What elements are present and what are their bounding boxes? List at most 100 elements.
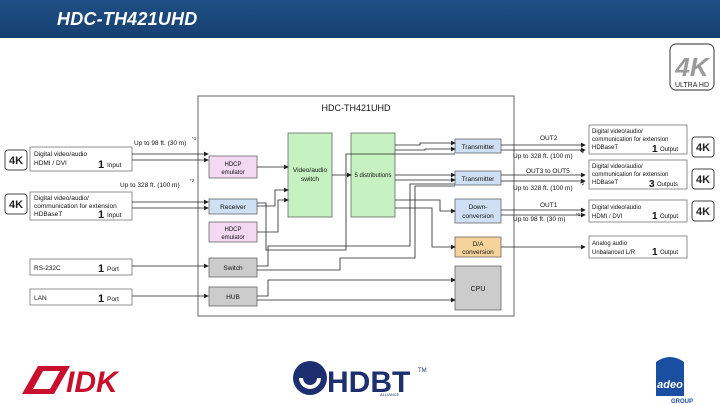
svg-text:Output: Output (660, 147, 678, 153)
svg-text:conversion: conversion (462, 213, 494, 220)
transmitter-block-2: Transmitter (454, 170, 502, 186)
svg-text:*2: *2 (580, 181, 585, 186)
svg-text:Input: Input (107, 162, 122, 169)
svg-text:Receiver: Receiver (220, 204, 246, 211)
out2-distance: Up to 328 ft. (100 m) (513, 153, 573, 160)
svg-text:Video/audio: Video/audio (293, 167, 328, 174)
down-conversion-block: Down- conversion (454, 198, 502, 224)
input1-distance: Up to 98 ft. (30 m) (134, 140, 186, 147)
svg-text:HDCP: HDCP (224, 162, 241, 168)
svg-text:Digital video/audio: Digital video/audio (592, 205, 642, 211)
hdcp-emulator-block-2: HDCP emulator (208, 221, 258, 243)
svg-text:LAN: LAN (34, 295, 47, 302)
svg-text:4K: 4K (674, 52, 710, 82)
device-title: HDC-TH421UHD (321, 103, 391, 113)
switch-block: Switch (208, 257, 258, 278)
video-audio-switch-block: Video/audio switch (287, 132, 333, 218)
svg-text:Output: Output (660, 250, 678, 256)
svg-text:1: 1 (98, 293, 104, 305)
cpu-block: CPU (454, 265, 502, 311)
svg-text:ALLIANCE: ALLIANCE (380, 392, 400, 397)
svg-text:D/A: D/A (473, 241, 485, 248)
svg-text:HDCP: HDCP (224, 227, 241, 233)
adeo-group-logo: adeo GROUP (656, 357, 693, 405)
svg-text:emulator: emulator (221, 235, 244, 241)
svg-text:1: 1 (98, 263, 104, 275)
4k-badge-input2: 4K (4, 193, 28, 215)
hdbt-logo: HDBT TM ALLIANCE (293, 361, 427, 399)
svg-text:Input: Input (107, 212, 122, 219)
svg-text:switch: switch (301, 176, 319, 183)
svg-text:TM: TM (418, 368, 427, 374)
svg-text:GROUP: GROUP (671, 399, 693, 405)
svg-text:IDK: IDK (66, 366, 120, 399)
svg-text:communication for extension: communication for extension (34, 203, 117, 210)
4k-badge-out2: 4K (691, 136, 715, 158)
svg-text:4K: 4K (9, 155, 23, 167)
4k-badge-out3: 4K (691, 168, 715, 190)
output-box-out2: Digital video/audio/ communication for e… (588, 124, 688, 155)
svg-text:Down-: Down- (469, 204, 488, 211)
4k-badge-out1: 4K (691, 200, 715, 222)
out1-label: OUT1 (540, 202, 558, 209)
svg-text:communication for extension: communication for extension (592, 172, 668, 178)
slide-header: HDC-TH421UHD (0, 0, 720, 38)
svg-text:HDBaseT: HDBaseT (34, 211, 62, 218)
svg-text:Output: Output (660, 214, 678, 220)
output-box-out3-5: Digital video/audio/ communication for e… (588, 159, 688, 190)
out1-distance: Up to 98 ft. (30 m) (513, 216, 565, 223)
svg-text:Port: Port (107, 296, 119, 303)
svg-text:4K: 4K (696, 206, 710, 218)
receiver-block: Receiver (208, 198, 258, 215)
svg-text:CPU: CPU (471, 286, 486, 293)
svg-text:*2: *2 (580, 149, 585, 154)
svg-text:HDMI / DVI: HDMI / DVI (34, 160, 67, 167)
svg-text:1: 1 (652, 247, 658, 258)
svg-text:ULTRA HD: ULTRA HD (675, 82, 709, 89)
out3-label: OUT3 to OUT5 (526, 168, 570, 175)
4k-ultra-hd-badge: 4K ULTRA HD (669, 43, 715, 91)
da-conversion-block: D/A conversion (454, 236, 502, 258)
svg-text:*1: *1 (576, 212, 581, 217)
svg-text:Transmitter: Transmitter (462, 176, 495, 183)
svg-text:HDBT: HDBT (327, 366, 410, 399)
svg-text:HDBaseT: HDBaseT (592, 180, 618, 186)
svg-text:4K: 4K (9, 199, 23, 211)
svg-text:Outputs: Outputs (657, 182, 678, 188)
svg-text:Digital video/audio/: Digital video/audio/ (592, 164, 643, 170)
svg-text:Transmitter: Transmitter (462, 144, 495, 151)
out2-label: OUT2 (540, 135, 558, 142)
input2-distance: Up to 328 ft. (100 m) (120, 182, 180, 189)
svg-text:Unbalanced L/R: Unbalanced L/R (592, 250, 636, 256)
hub-block: HUB (208, 286, 258, 307)
input1-footnote: *1 (192, 136, 197, 141)
svg-text:1: 1 (98, 209, 104, 221)
svg-text:3: 3 (649, 179, 655, 190)
output-box-analog-audio: Analog audio Unbalanced L/R 1 Output (588, 235, 688, 259)
svg-text:conversion: conversion (462, 249, 494, 256)
input2-footnote: *2 (190, 178, 195, 183)
transmitter-block-1: Transmitter (454, 138, 502, 154)
output-box-out1: Digital video/audio HDMI / DVI 1 Output (588, 199, 688, 223)
input-box-hdbaset: Digital video/audio/ communication for e… (29, 191, 133, 221)
svg-text:1: 1 (98, 159, 104, 171)
hdcp-emulator-block-1: HDCP emulator (208, 155, 258, 179)
svg-text:4K: 4K (696, 142, 710, 154)
svg-text:HDMI / DVI: HDMI / DVI (592, 214, 623, 220)
svg-text:Switch: Switch (223, 265, 243, 272)
svg-text:emulator: emulator (221, 170, 244, 176)
svg-text:5 distributions: 5 distributions (354, 173, 391, 179)
svg-text:Analog audio: Analog audio (592, 241, 628, 247)
out3-distance: Up to 328 ft. (100 m) (513, 185, 573, 192)
slide-title: HDC-TH421UHD (57, 9, 198, 29)
svg-text:Port: Port (107, 266, 119, 273)
input-box-rs232c: RS-232C 1 Port (29, 258, 133, 276)
input-box-hdmi: Digital video/audio HDMI / DVI 1 Input (29, 146, 133, 172)
svg-text:Digital video/audio/: Digital video/audio/ (592, 129, 643, 135)
svg-text:HDBaseT: HDBaseT (592, 145, 618, 151)
svg-text:HUB: HUB (226, 294, 240, 301)
five-distributions-block: 5 distributions (350, 132, 396, 218)
svg-text:1: 1 (652, 211, 658, 222)
svg-text:4K: 4K (696, 174, 710, 186)
